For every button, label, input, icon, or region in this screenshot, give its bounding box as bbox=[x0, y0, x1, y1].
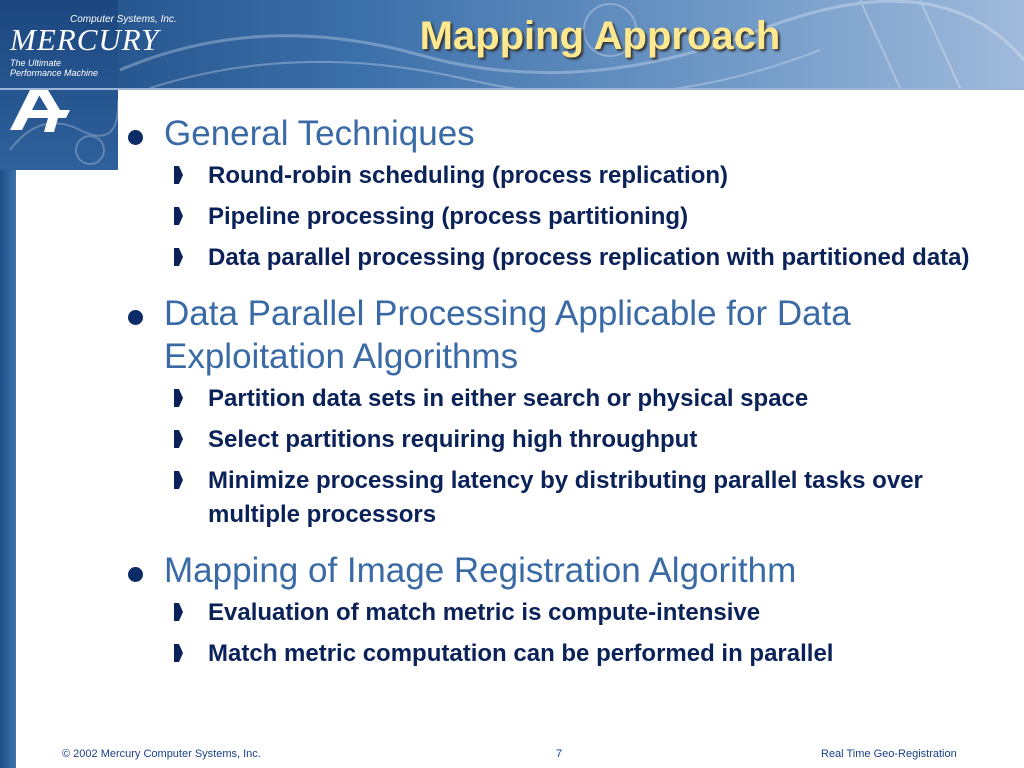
banner-divider bbox=[0, 88, 1024, 90]
mercury-logo-icon bbox=[10, 90, 70, 132]
list-item-text: Evaluation of match metric is compute-in… bbox=[208, 599, 761, 626]
brand-tagline-1: The Ultimate bbox=[10, 58, 62, 68]
left-band bbox=[0, 0, 16, 768]
bullet-dot-icon bbox=[128, 130, 143, 145]
list-item: Partition data sets in either search or … bbox=[128, 382, 1008, 416]
section-heading: General Techniques bbox=[128, 112, 1008, 155]
list-item-text: Round-robin scheduling (process replicat… bbox=[208, 162, 729, 189]
list-item-text: Partition data sets in either search or … bbox=[208, 385, 809, 412]
list-item: Round-robin scheduling (process replicat… bbox=[128, 159, 1008, 193]
list-item: Match metric computation can be performe… bbox=[128, 637, 1008, 671]
list-item-text: Minimize processing latency by distribut… bbox=[208, 467, 923, 528]
bullet-dot-icon bbox=[128, 310, 143, 325]
list-item: Evaluation of match metric is compute-in… bbox=[128, 596, 1008, 630]
bullet-arrow-icon bbox=[174, 166, 183, 184]
list-item: Data parallel processing (process replic… bbox=[128, 241, 1008, 275]
bullet-arrow-icon bbox=[174, 389, 183, 407]
bullet-arrow-icon bbox=[174, 248, 183, 266]
list-item-text: Match metric computation can be performe… bbox=[208, 640, 834, 667]
section-heading: Mapping of Image Registration Algorithm bbox=[128, 549, 1008, 592]
bullet-arrow-icon bbox=[174, 471, 183, 489]
banner-decoration bbox=[119, 0, 1024, 88]
list-item: Pipeline processing (process partitionin… bbox=[128, 200, 1008, 234]
footer-presentation-title: Real Time Geo-Registration bbox=[821, 748, 957, 760]
corner-decoration bbox=[9, 100, 118, 165]
list-item: Minimize processing latency by distribut… bbox=[128, 464, 1008, 532]
corner-panel bbox=[0, 0, 118, 170]
bullet-arrow-icon bbox=[174, 644, 183, 662]
section-heading: Data Parallel Processing Applicable for … bbox=[128, 292, 1008, 378]
brand-logo-text: MERCURY bbox=[10, 22, 160, 57]
header-banner bbox=[0, 0, 1024, 88]
section-heading-text: Data Parallel Processing Applicable for … bbox=[164, 294, 851, 376]
footer-copyright: © 2002 Mercury Computer Systems, Inc. bbox=[62, 748, 261, 760]
bullet-arrow-icon bbox=[174, 430, 183, 448]
list-item-text: Data parallel processing (process replic… bbox=[208, 244, 970, 271]
brand-tagline-2: Performance Machine bbox=[10, 68, 99, 78]
list-item-text: Pipeline processing (process partitionin… bbox=[208, 203, 689, 230]
bullet-arrow-icon bbox=[174, 603, 183, 621]
brand-top-text: Computer Systems, Inc. bbox=[70, 14, 177, 25]
bullet-dot-icon bbox=[128, 567, 143, 582]
section-heading-text: General Techniques bbox=[164, 114, 475, 153]
slide-title: Mapping Approach bbox=[419, 14, 781, 58]
footer-page-number: 7 bbox=[556, 748, 563, 760]
list-item-text: Select partitions requiring high through… bbox=[208, 426, 698, 453]
slide-content: General Techniques Round-robin schedulin… bbox=[128, 112, 1008, 678]
section-heading-text: Mapping of Image Registration Algorithm bbox=[164, 551, 797, 590]
list-item: Select partitions requiring high through… bbox=[128, 423, 1008, 457]
bullet-arrow-icon bbox=[174, 207, 183, 225]
